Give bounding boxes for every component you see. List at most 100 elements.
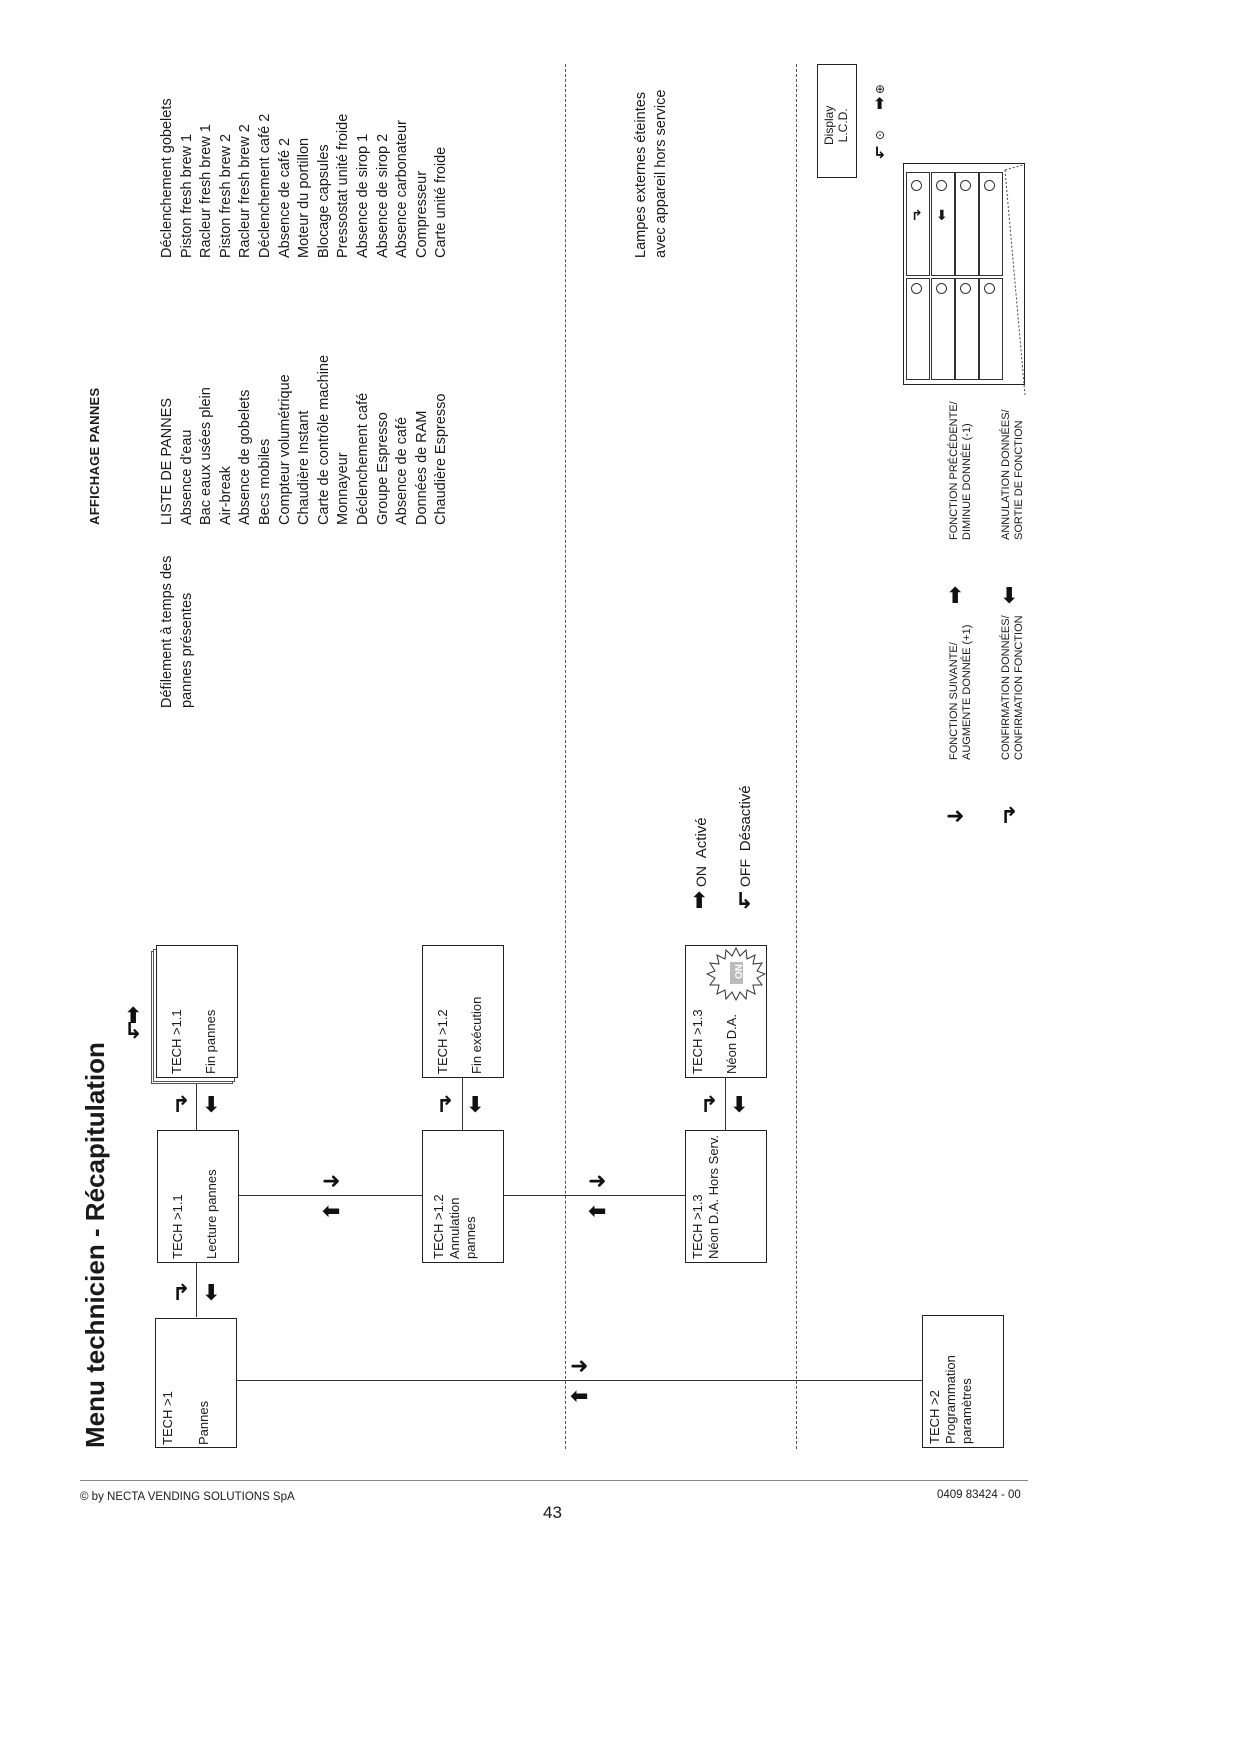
affichage-heading: Affichage pannes bbox=[87, 387, 102, 525]
box-label: paramètres bbox=[959, 1378, 974, 1444]
panne-item: Chaudière Espresso bbox=[433, 393, 450, 525]
menu-box-tech1[interactable]: TECH >1 Pannes bbox=[155, 1318, 237, 1448]
panne-item: Absence de café 2 bbox=[276, 137, 293, 258]
led-icon bbox=[984, 180, 995, 191]
arrow-right-icon: ➜ bbox=[322, 1168, 341, 1193]
connector-line bbox=[237, 1195, 422, 1196]
panne-item: Air-break bbox=[217, 466, 234, 525]
box-label: Néon D.A. Hors Serv. bbox=[706, 1134, 721, 1259]
led-icon: ⊕ bbox=[875, 82, 886, 96]
arrow-right-icon: ➜ bbox=[570, 1353, 589, 1378]
panne-item: Piston fresh brew 1 bbox=[178, 133, 195, 258]
led-icon bbox=[936, 283, 947, 294]
panne-item: Carte de contrôle machine bbox=[315, 354, 332, 525]
panel-callout-lines bbox=[1004, 164, 1026, 396]
cancel-arrow-icon: ↳ bbox=[735, 888, 754, 913]
menu-box-tech2[interactable]: TECH >2 Programmation paramètres bbox=[922, 1315, 1004, 1448]
arrow-down-icon: ⬇ bbox=[466, 1092, 485, 1117]
legend-cancel: ANNULATION DONNÉES/ SORTIE DE FONCTION bbox=[1000, 409, 1025, 540]
arrow-up-icon: ⬆ bbox=[946, 583, 965, 608]
doc-code: 0409 83424 - 00 bbox=[937, 1489, 1021, 1501]
menu-box-tech1-1[interactable]: TECH >1.1 Lecture pannes bbox=[157, 1130, 239, 1263]
arrow-down-icon: ⬇ bbox=[1000, 583, 1019, 608]
dashed-separator bbox=[796, 64, 797, 1449]
panne-item: Déclenchement gobelets bbox=[159, 98, 175, 258]
menu-box-tech1-3-neon[interactable]: TECH >1.3 Néon D.A. ON bbox=[685, 945, 767, 1078]
panne-item: Absence de sirop 2 bbox=[374, 133, 391, 258]
key-cell bbox=[955, 278, 979, 380]
key-cell bbox=[906, 278, 930, 380]
confirm-arrow-icon: ↱ bbox=[700, 1092, 719, 1117]
panne-item: Déclenchement café bbox=[354, 392, 371, 525]
arrow-up-icon: ⬆ bbox=[690, 888, 709, 913]
cancel-arrow-icon: ↳ bbox=[124, 1018, 143, 1043]
connector-line bbox=[235, 1380, 925, 1381]
panne-item: Monnayeur bbox=[335, 452, 352, 525]
arrow-down-icon: ⬇ bbox=[202, 1280, 221, 1305]
led-icon bbox=[911, 283, 922, 294]
scroll-text: Défilement à temps des pannes présentes bbox=[159, 555, 195, 708]
arrow-down-icon: ⬇ bbox=[730, 1092, 749, 1117]
on-label: ON Activé bbox=[693, 817, 710, 887]
menu-box-tech1-1-fin[interactable]: TECH >1.1 Fin pannes bbox=[156, 945, 238, 1078]
lcd-display-box: Display L.C.D. bbox=[817, 64, 857, 178]
menu-box-tech1-2-fin[interactable]: TECH >1.2 Fin exécution bbox=[422, 945, 504, 1078]
legend-confirm: CONFIRMATION DONNÉES/ CONFIRMATION FONCT… bbox=[1000, 615, 1025, 760]
page-title: Menu technicien - Récapitulation bbox=[80, 1042, 110, 1448]
panne-item: Blocage capsules bbox=[315, 144, 332, 258]
menu-box-tech1-2[interactable]: TECH >1.2 Annulation pannes bbox=[422, 1130, 504, 1263]
box-label: Néon D.A. bbox=[724, 1014, 739, 1074]
copyright: © by NECTA VENDING SOLUTIONS SpA bbox=[80, 1491, 295, 1503]
arrow-up-icon: ⬆ bbox=[124, 1003, 143, 1028]
connector-line bbox=[725, 1078, 726, 1130]
on-burst-icon bbox=[706, 946, 766, 1001]
panne-item: Absence carbonateur bbox=[394, 120, 411, 258]
box-label: pannes bbox=[463, 1216, 478, 1259]
led-icon bbox=[960, 180, 971, 191]
panne-item: Carte unité froide bbox=[433, 146, 450, 258]
panne-item: Moteur du portillon bbox=[296, 137, 313, 258]
arrow-left-icon: ⬅ bbox=[588, 1198, 607, 1223]
box-label: Pannes bbox=[196, 1400, 211, 1445]
legend-next: FONCTION SUIVANTE/ AUGMENTE DONNÉE (+1) bbox=[948, 624, 973, 760]
page-number: 43 bbox=[543, 1503, 562, 1522]
box-code: TECH >1.3 bbox=[690, 1194, 705, 1259]
panne-item: Données de RAM bbox=[413, 410, 430, 525]
panne-item: Compteur volumétrique bbox=[276, 374, 293, 525]
confirm-arrow-icon: ↱ bbox=[172, 1092, 191, 1117]
panne-item: Piston fresh brew 2 bbox=[217, 133, 234, 258]
box-code: TECH >1.3 bbox=[690, 1009, 705, 1074]
box-label: Lecture pannes bbox=[204, 1169, 219, 1259]
confirm-arrow-icon: ↱ bbox=[172, 1280, 191, 1305]
arrow-up-icon: ⬆ bbox=[873, 96, 887, 113]
legend-prev: FONCTION PRÉCÉDENTE/ DIMINUE DONNÉE (-1) bbox=[948, 401, 973, 540]
led-icon bbox=[936, 180, 947, 191]
led-icon bbox=[911, 180, 922, 191]
arrow-down-icon: ⬇ bbox=[202, 1092, 221, 1117]
box-code: TECH >1.1 bbox=[170, 1194, 185, 1259]
confirm-arrow-icon: ↱ bbox=[436, 1092, 455, 1117]
panne-item: Absence de gobelets bbox=[237, 389, 254, 525]
key-cell bbox=[979, 278, 1003, 380]
led-icon bbox=[984, 283, 995, 294]
lamps-text: Lampes externes éteintes avec appareil h… bbox=[633, 89, 669, 258]
confirm-arrow-icon: ➜ bbox=[946, 803, 965, 828]
arrow-right-icon: ➜ bbox=[588, 1168, 607, 1193]
box-label: Fin pannes bbox=[203, 1009, 218, 1074]
menu-box-tech1-3[interactable]: TECH >1.3 Néon D.A. Hors Serv. bbox=[685, 1130, 767, 1263]
panne-item: Chaudière Instant bbox=[296, 410, 313, 525]
panne-item: Absence de café bbox=[394, 416, 411, 525]
off-label: OFF Désactivé bbox=[737, 785, 754, 887]
dashed-separator bbox=[565, 64, 566, 1449]
box-code: TECH >1.1 bbox=[169, 1009, 184, 1074]
footer-rule bbox=[80, 1480, 1028, 1481]
connector-line bbox=[196, 1080, 197, 1130]
panne-item: LISTE DE PANNES bbox=[159, 397, 175, 525]
cancel-arrow-icon: ↳ bbox=[873, 145, 887, 162]
panne-item: Absence de sirop 1 bbox=[354, 133, 371, 258]
panne-item: Absence d'eau bbox=[178, 429, 195, 525]
box-code: TECH >1 bbox=[160, 1391, 175, 1445]
led-icon: ⊙ bbox=[875, 128, 886, 142]
